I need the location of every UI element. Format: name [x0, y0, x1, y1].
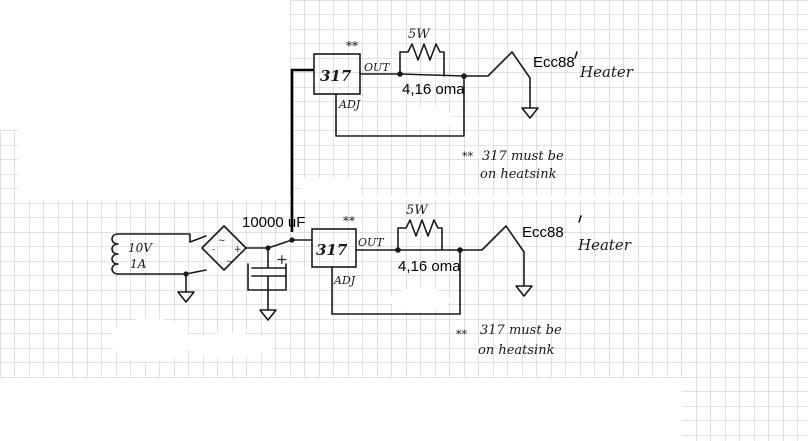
- transformer-voltage-label: 10V: [128, 241, 153, 255]
- grid-left-strip: [0, 130, 18, 441]
- whiteout-top-left: [0, 0, 290, 130]
- bottom-power-label: 5W: [406, 203, 429, 218]
- svg-text:+: +: [234, 245, 242, 255]
- whiteout-gap: [18, 190, 290, 200]
- svg-text:~: ~: [218, 236, 226, 246]
- capacitor-plus: +: [276, 252, 288, 268]
- capacitor-label: 10000 uF: [242, 214, 305, 231]
- top-heater-element: [463, 51, 531, 109]
- bottom-adj-label: ADJ: [333, 274, 356, 287]
- feed-wire: [290, 68, 314, 232]
- top-heater-label: Heater: [579, 63, 634, 81]
- bridge-rectifier: [201, 225, 247, 271]
- transformer-ground: [177, 291, 195, 303]
- eraser-smudge: [110, 106, 452, 362]
- bottom-tube-label: Ecc88: [522, 224, 564, 241]
- grid-right-strip: [682, 196, 808, 441]
- top-note-line1: 317 must be: [482, 149, 564, 164]
- bottom-regulator-label: 317: [316, 241, 348, 259]
- top-adj-label: ADJ: [338, 98, 361, 111]
- bottom-out-label: OUT: [358, 236, 385, 249]
- top-regulator-label: 317: [320, 67, 352, 85]
- top-circuit: 317 ** OUT ADJ 5W 4,16 oma Ecc88 Heater …: [290, 27, 634, 232]
- transformer-current-label: 1A: [130, 257, 147, 271]
- whiteout-bottom-row: [0, 378, 682, 441]
- transformer-coil-icon: [111, 233, 119, 275]
- grid-top-sheet: [290, 0, 710, 196]
- bottom-resistor: [397, 219, 443, 251]
- bottom-heatsink-marker: **: [343, 214, 355, 228]
- bottom-regulator-box: [311, 228, 357, 268]
- top-out-label: OUT: [364, 61, 391, 74]
- bottom-heater-element: [459, 225, 525, 287]
- top-heatsink-marker: **: [346, 39, 358, 53]
- grid-top-right-edge: [710, 0, 808, 200]
- capacitor-ground: [259, 309, 277, 321]
- bottom-note-marker: **: [456, 328, 468, 341]
- top-note-marker: **: [462, 150, 474, 163]
- whiteout-middle: [300, 178, 360, 200]
- bottom-note-line2: on heatsink: [478, 343, 555, 358]
- bottom-resistance-label: 4,16 oma: [398, 258, 461, 275]
- top-resistor: [399, 43, 445, 77]
- svg-text:-: -: [212, 245, 215, 255]
- top-note-line2: on heatsink: [480, 167, 557, 182]
- bottom-heater-label: Heater: [577, 236, 632, 254]
- top-power-label: 5W: [408, 27, 431, 42]
- svg-text:~: ~: [226, 257, 234, 267]
- top-resistance-label: 4,16 oma: [402, 81, 465, 98]
- top-ground: [521, 107, 539, 119]
- bottom-ground: [515, 285, 533, 297]
- bottom-adj-wire: [331, 249, 461, 315]
- bottom-circuit: 10V 1A ~ ~ - + + 10000 uF 317 ** OUT ADJ: [111, 203, 632, 358]
- top-adj-wire: [335, 75, 465, 137]
- bottom-note-line1: 317 must be: [480, 323, 562, 338]
- filter-capacitor: [251, 267, 287, 277]
- top-tube-label: Ecc88: [533, 54, 575, 71]
